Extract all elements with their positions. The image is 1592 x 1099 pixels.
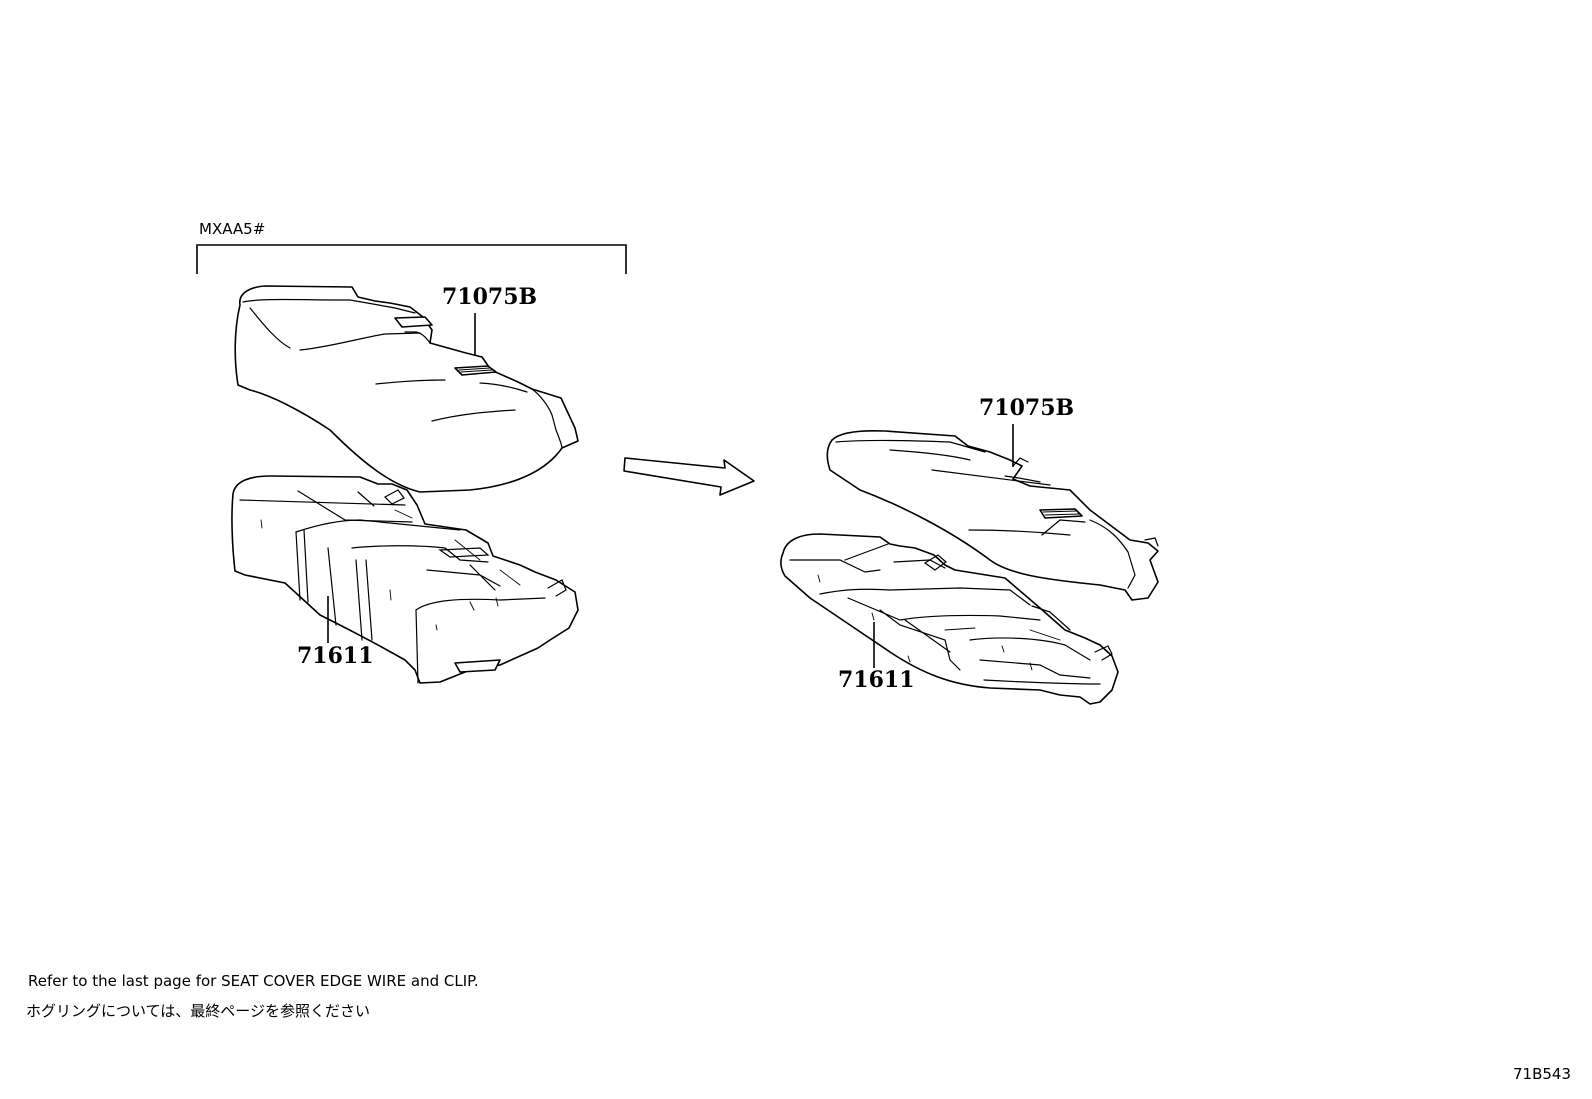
right-seat-cover-illustration	[826, 429, 1159, 601]
model-code-label: MXAA5#	[199, 220, 265, 238]
part-label-71075B-left: 71075B	[442, 284, 537, 310]
part-label-71611-left: 71611	[297, 643, 374, 669]
right-seat-pad-illustration	[780, 533, 1119, 705]
left-cover-leader: 71075B	[442, 284, 537, 356]
part-label-71075B-right: 71075B	[979, 395, 1074, 421]
right-pad-leader: 71611	[838, 622, 915, 693]
right-cover-leader: 71075B	[979, 395, 1074, 467]
part-label-71611-right: 71611	[838, 667, 915, 693]
left-seat-pad-illustration	[231, 475, 579, 684]
transition-arrow	[623, 457, 755, 496]
left-seat-cover-illustration	[234, 285, 579, 493]
model-bracket: MXAA5#	[196, 220, 627, 274]
note-japanese: ホグリングについては、最終ページを参照ください	[26, 1002, 370, 1020]
note-english: Refer to the last page for SEAT COVER ED…	[28, 972, 479, 990]
left-pad-leader: 71611	[297, 596, 374, 669]
illustration-code: 71B543	[1513, 1065, 1571, 1083]
